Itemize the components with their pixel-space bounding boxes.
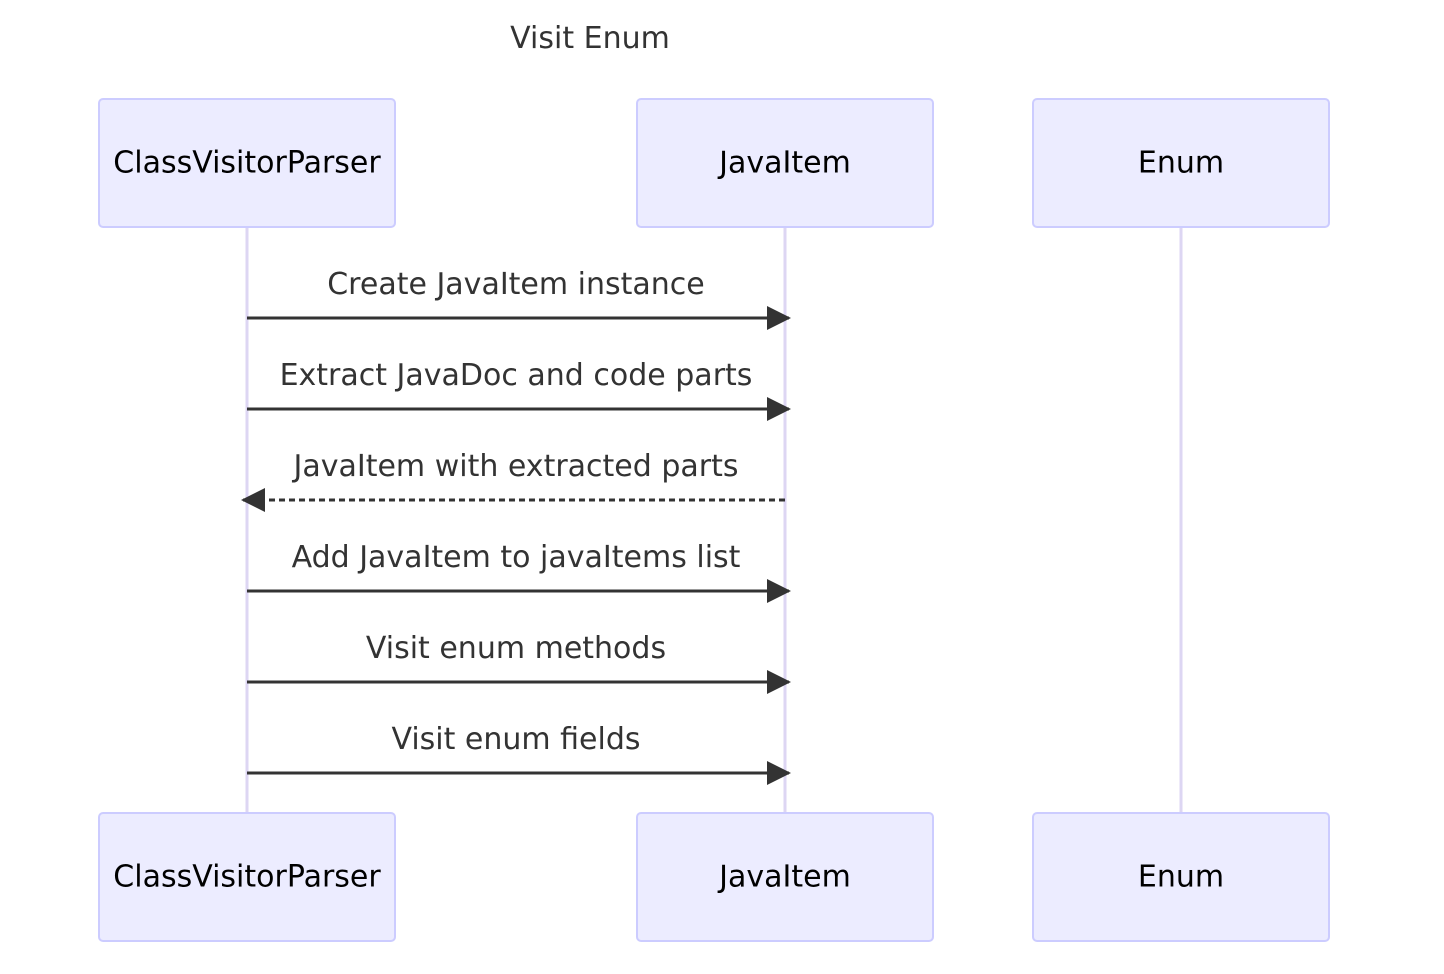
message-5: Visit enum methods	[247, 631, 791, 694]
participant-box	[636, 98, 934, 228]
message-3: JavaItem with extracted parts	[241, 449, 785, 512]
participant-label: Enum	[1138, 860, 1224, 895]
participant-label: ClassVisitorParser	[113, 860, 381, 895]
participant-box	[98, 98, 396, 228]
message-6: Visit enum fields	[247, 722, 791, 785]
message-1: Create JavaItem instance	[247, 267, 791, 330]
message-2: Extract JavaDoc and code parts	[247, 358, 791, 421]
participant-label: Enum	[1138, 146, 1224, 181]
participant-label: JavaItem	[717, 860, 851, 895]
diagram-title: Visit Enum	[510, 21, 670, 56]
participant-label: ClassVisitorParser	[113, 146, 381, 181]
participant-javaitem-top: JavaItem	[636, 98, 934, 228]
participants-bottom: ClassVisitorParser JavaItem Enum	[98, 812, 1330, 942]
message-label: Visit enum fields	[391, 722, 640, 757]
participant-parser-top: ClassVisitorParser	[98, 98, 396, 228]
participant-box	[1032, 812, 1330, 942]
message-label: Create JavaItem instance	[327, 267, 705, 302]
message-label: JavaItem with extracted parts	[292, 449, 739, 484]
participant-enum-bottom: Enum	[1032, 812, 1330, 942]
participant-javaitem-bottom: JavaItem	[636, 812, 934, 942]
participant-box	[98, 812, 396, 942]
participant-enum-top: Enum	[1032, 98, 1330, 228]
lifelines	[245, 227, 1183, 813]
message-label: Visit enum methods	[366, 631, 666, 666]
participant-box	[1032, 98, 1330, 228]
participant-parser-bottom: ClassVisitorParser	[98, 812, 396, 942]
participant-label: JavaItem	[717, 146, 851, 181]
participant-box	[636, 812, 934, 942]
message-label: Add JavaItem to javaItems list	[292, 540, 741, 575]
participants-top: ClassVisitorParser JavaItem Enum	[98, 98, 1330, 228]
message-4: Add JavaItem to javaItems list	[247, 540, 791, 603]
message-label: Extract JavaDoc and code parts	[280, 358, 753, 393]
